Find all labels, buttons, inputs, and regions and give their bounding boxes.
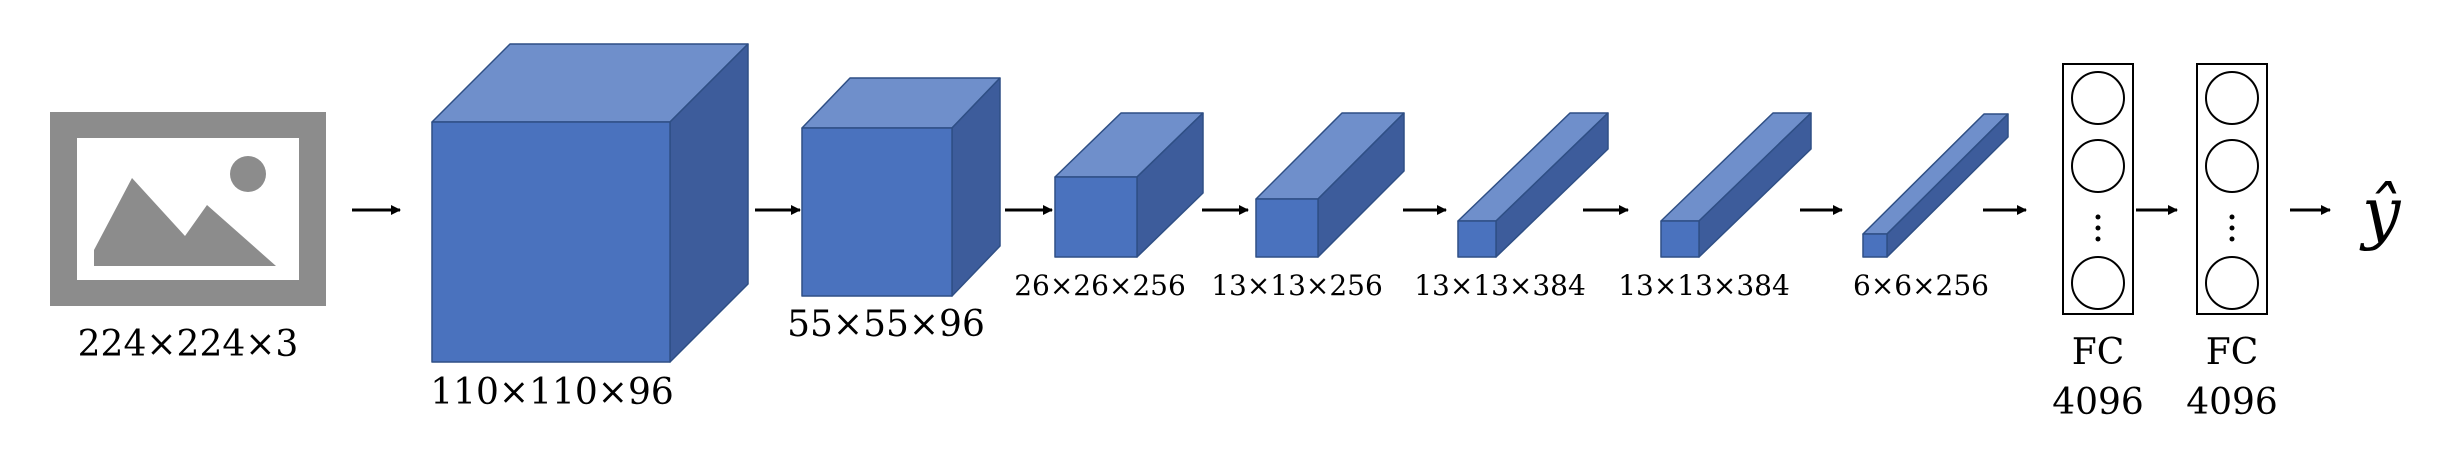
ellipsis-dot: [2095, 236, 2101, 242]
volume-front-face: [1457, 220, 1497, 258]
conv-volume: [1660, 112, 1812, 258]
volume-front-face: [801, 127, 953, 297]
conv-volume: [1054, 112, 1204, 258]
conv-volume: [1457, 112, 1609, 258]
neuron: [2071, 139, 2125, 193]
fc-type-label: FC: [2072, 332, 2125, 373]
volume-front-face: [1054, 176, 1138, 258]
volume-front-face: [1660, 220, 1700, 258]
neuron: [2205, 256, 2259, 310]
ellipsis-dot: [2095, 214, 2101, 220]
fc-type-label: FC: [2206, 332, 2259, 373]
volume-front-face: [1255, 198, 1319, 258]
neuron: [2205, 71, 2259, 125]
neuron: [2071, 256, 2125, 310]
layer-shape-label: 55×55×96: [787, 304, 985, 345]
conv-volume: [801, 77, 1001, 297]
layer-shape-label: 110×110×96: [430, 372, 674, 413]
fc-units-label: 4096: [2052, 382, 2144, 423]
neuron: [2205, 139, 2259, 193]
fc-units-label: 4096: [2186, 382, 2278, 423]
layer-shape-label: 13×13×384: [1618, 269, 1790, 302]
image-icon: [50, 112, 326, 306]
ellipsis-dot: [2229, 225, 2235, 231]
fc-layer: [2062, 63, 2134, 315]
ellipsis-dot: [2229, 214, 2235, 220]
volume-top-face: [1862, 113, 2009, 235]
fc-layer: [2196, 63, 2268, 315]
layer-shape-label: 26×26×256: [1014, 269, 1186, 302]
volume-front-face: [431, 121, 671, 363]
ellipsis-dot: [2229, 236, 2235, 242]
volume-front-face: [1862, 233, 1888, 258]
layer-shape-label: 6×6×256: [1853, 269, 1989, 302]
layer-shape-label: 13×13×384: [1414, 269, 1586, 302]
volume-side-face: [1886, 113, 2009, 258]
conv-volume: [1862, 113, 2009, 258]
layer-shape-label: 13×13×256: [1211, 269, 1383, 302]
output-symbol: ŷ: [2359, 174, 2402, 253]
input-shape-label: 224×224×3: [78, 324, 299, 365]
neuron: [2071, 71, 2125, 125]
ellipsis-dot: [2095, 225, 2101, 231]
conv-volume: [1255, 112, 1405, 258]
conv-volumes: [431, 43, 2009, 363]
conv-volume: [431, 43, 749, 363]
